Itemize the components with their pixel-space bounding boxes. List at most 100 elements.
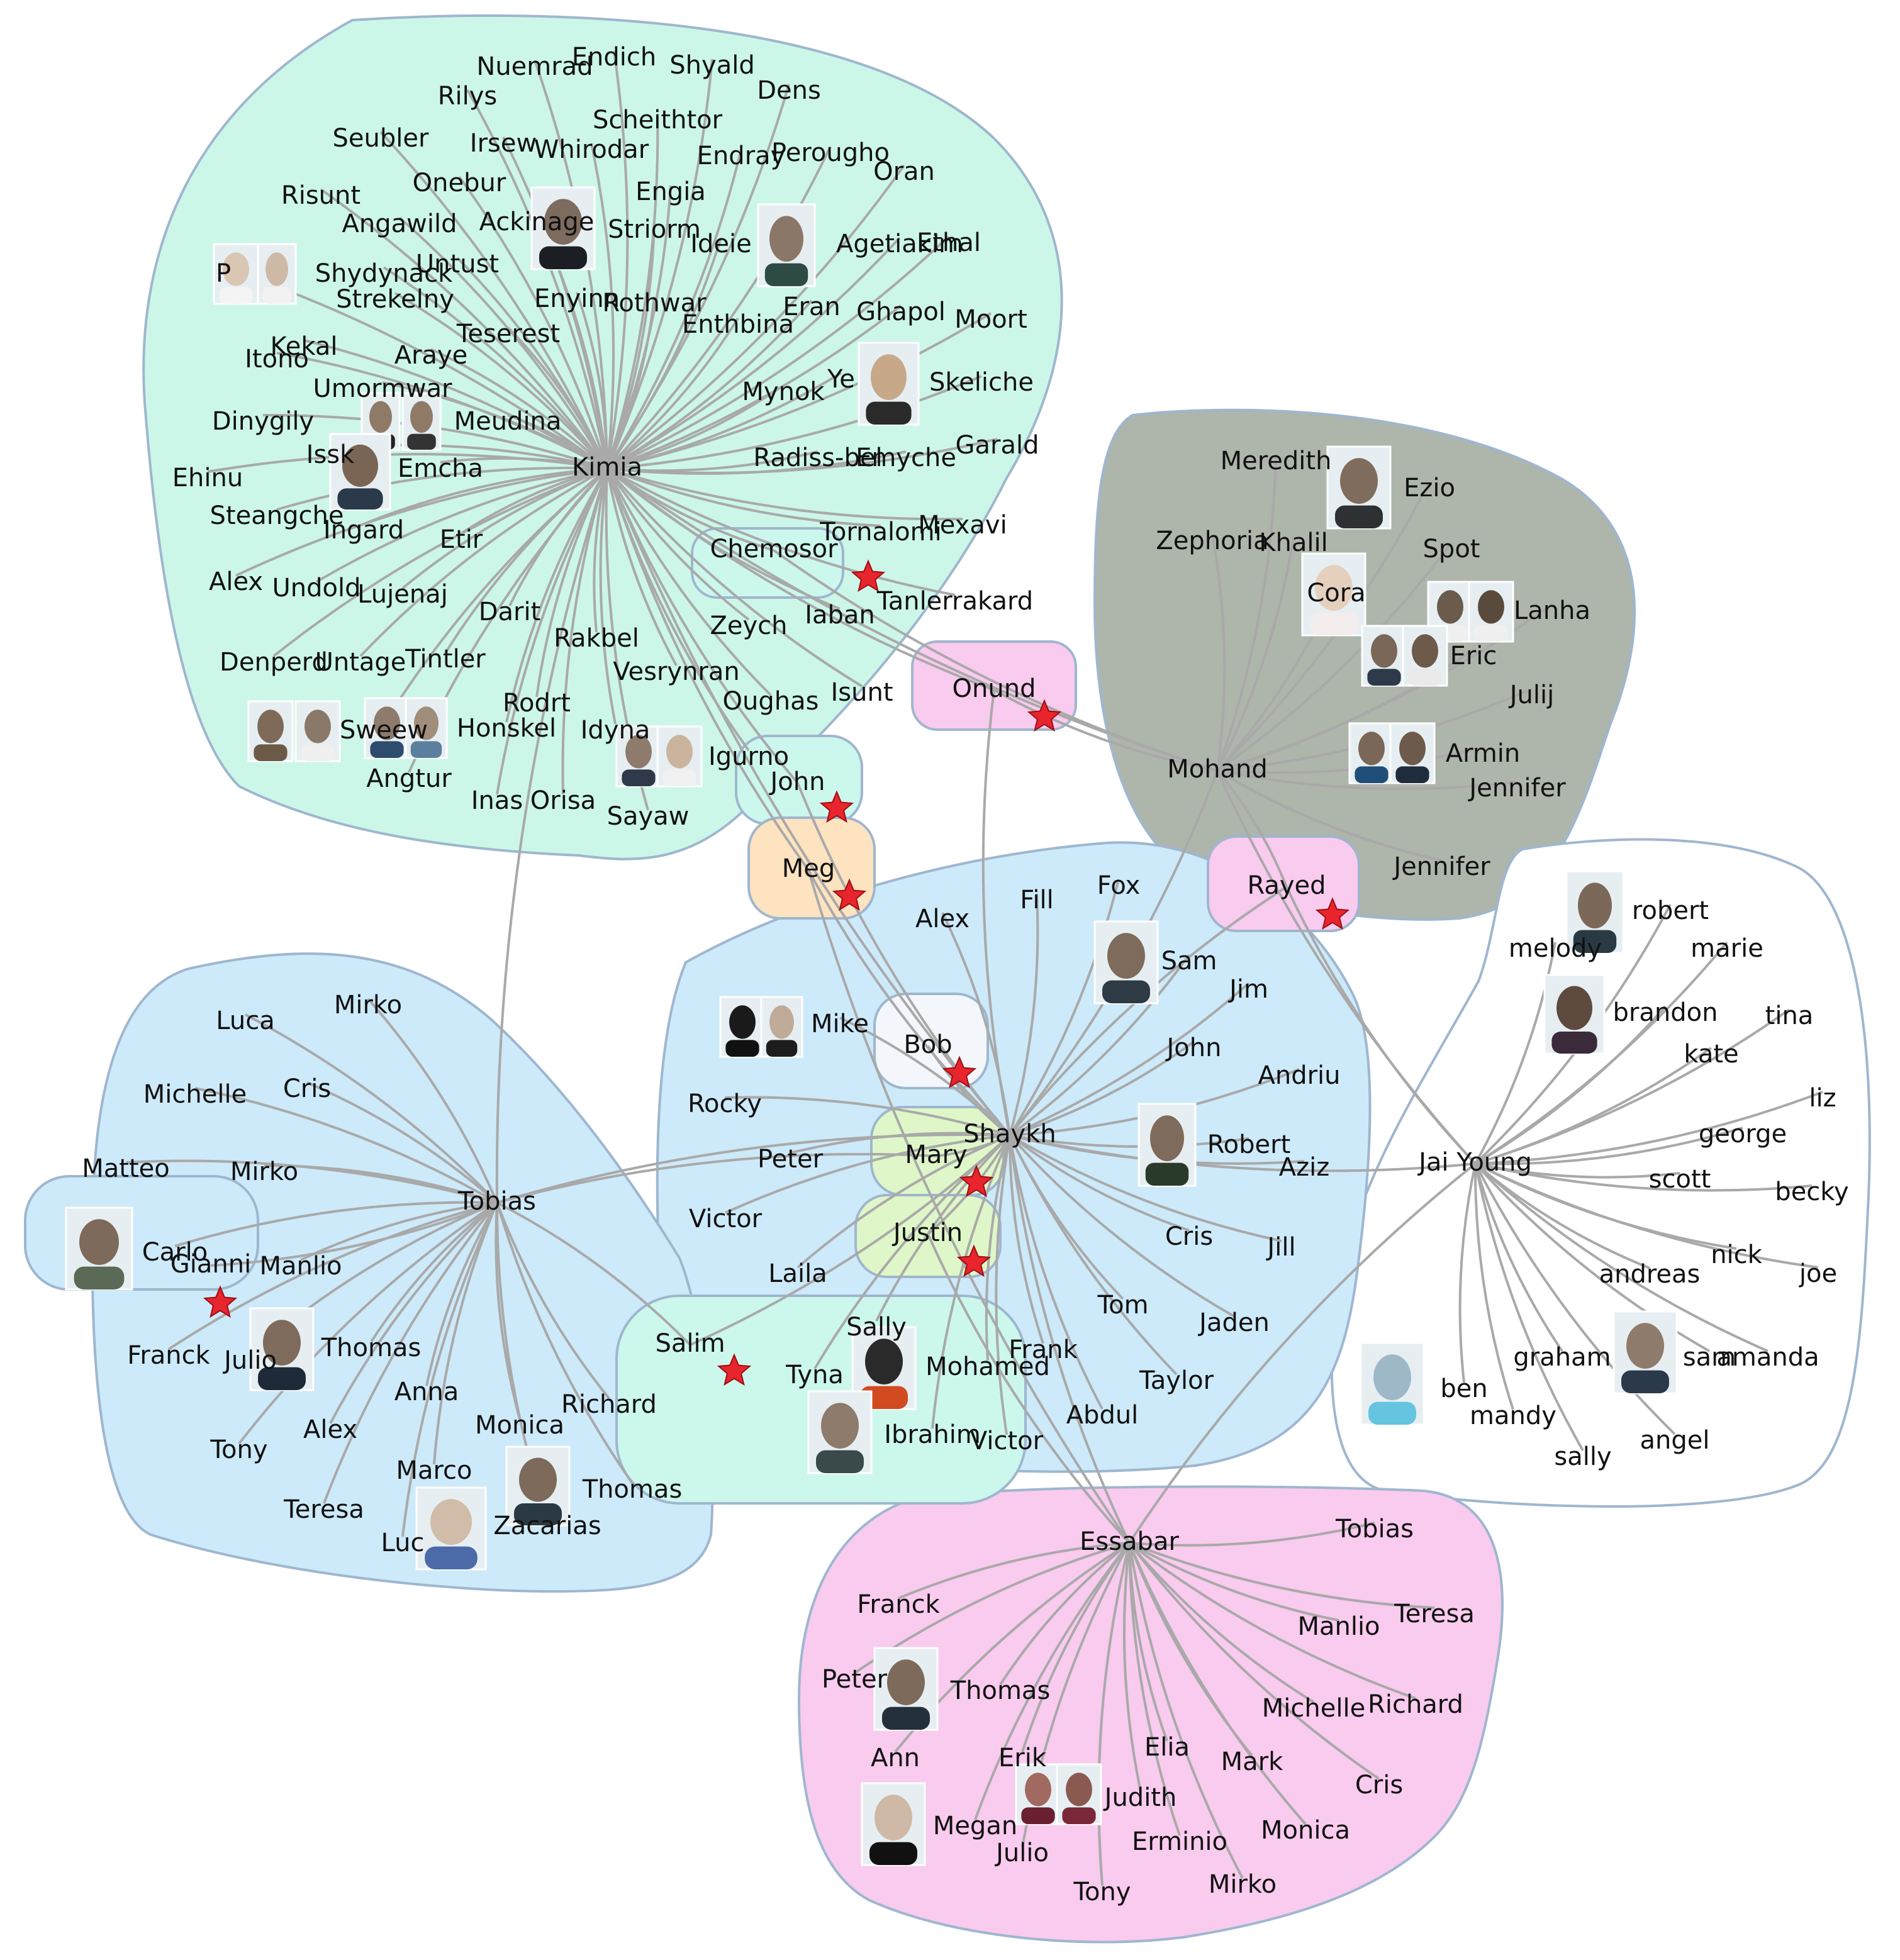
leaf-node-mohand[interactable]: Meredith xyxy=(1221,447,1332,476)
leaf-node-shaykh[interactable]: Jill xyxy=(1265,1233,1295,1262)
leaf-node-shaykh[interactable]: Rocky xyxy=(688,1089,762,1118)
bridge-node-chemosor[interactable]: Chemosor xyxy=(710,535,838,564)
leaf-node-kimia[interactable]: Teserest xyxy=(456,320,560,348)
leaf-node-jai[interactable]: tina xyxy=(1765,1001,1814,1030)
leaf-node-essabar[interactable]: Franck xyxy=(857,1590,940,1619)
leaf-node-kimia[interactable]: Eran xyxy=(783,292,841,321)
leaf-node-kimia[interactable]: Oran xyxy=(873,157,935,186)
leaf-node-kimia[interactable]: Endray xyxy=(697,142,786,170)
leaf-node-kimia[interactable]: Sweew xyxy=(340,716,428,745)
leaf-node-kimia[interactable]: Angtur xyxy=(366,764,452,793)
leaf-node-kimia[interactable]: Ingard xyxy=(323,516,404,545)
leaf-node-essabar[interactable]: Julio xyxy=(994,1839,1049,1868)
leaf-node-shaykh[interactable]: Jim xyxy=(1227,975,1268,1004)
leaf-node-kimia[interactable]: Undold xyxy=(272,574,361,603)
leaf-node-kimia[interactable]: Emyche xyxy=(856,443,956,472)
leaf-node-kimia[interactable]: Dinygily xyxy=(212,407,314,436)
leaf-node-kimia[interactable]: Ghapol xyxy=(856,298,946,326)
leaf-node-jai[interactable]: melody xyxy=(1509,934,1602,963)
leaf-node-tobias[interactable]: Thomas xyxy=(582,1475,683,1504)
leaf-node-essabar[interactable]: Tony xyxy=(1073,1878,1131,1907)
leaf-node-kimia[interactable]: P xyxy=(216,259,231,288)
leaf-node-jai[interactable]: andreas xyxy=(1599,1260,1701,1289)
leaf-node-kimia[interactable]: Kekal xyxy=(271,332,338,361)
leaf-node-kimia[interactable]: Inas xyxy=(471,786,523,815)
leaf-node-kimia[interactable]: Igurno xyxy=(708,742,789,771)
hub-node-essabar[interactable]: Essabar xyxy=(1080,1527,1179,1556)
leaf-node-jai[interactable]: graham xyxy=(1513,1343,1611,1372)
leaf-node-mohand[interactable]: Jennifer xyxy=(1392,852,1490,881)
bridge-node-salim[interactable]: Salim xyxy=(655,1329,725,1358)
leaf-node-kimia[interactable]: Isunt xyxy=(830,678,893,707)
leaf-node-tobias[interactable]: Matteo xyxy=(82,1154,169,1183)
leaf-node-kimia[interactable]: Shydynack xyxy=(315,259,453,288)
leaf-node-jai[interactable]: mandy xyxy=(1470,1401,1556,1430)
leaf-node-jai[interactable]: liz xyxy=(1809,1084,1836,1113)
leaf-node-kimia[interactable]: Tintler xyxy=(405,645,486,674)
leaf-node-kimia[interactable]: Garald xyxy=(956,431,1039,460)
leaf-node-kimia[interactable]: Iaban xyxy=(805,601,875,630)
leaf-node-mohand[interactable]: Cora xyxy=(1307,579,1365,608)
leaf-node-essabar[interactable]: Monica xyxy=(1261,1816,1350,1845)
leaf-node-mohand[interactable]: Lanha xyxy=(1514,596,1590,625)
leaf-node-jai[interactable]: marie xyxy=(1690,934,1763,963)
leaf-node-jai[interactable]: amanda xyxy=(1716,1343,1819,1372)
bridge-node-justin[interactable]: Justin xyxy=(891,1218,963,1247)
leaf-node-kimia[interactable]: Rilys xyxy=(438,82,498,111)
leaf-node-kimia[interactable]: Oughas xyxy=(723,687,819,716)
leaf-node-tobias[interactable]: Michelle xyxy=(143,1080,247,1109)
leaf-node-kimia[interactable]: Ideie xyxy=(690,230,752,259)
leaf-node-kimia[interactable]: Mexavi xyxy=(918,511,1007,540)
leaf-node-tobias[interactable]: Alex xyxy=(303,1415,357,1444)
leaf-node-essabar[interactable]: Elia xyxy=(1144,1733,1190,1762)
leaf-node-kimia[interactable]: Dens xyxy=(757,76,821,105)
leaf-node-essabar[interactable]: Megan xyxy=(933,1812,1017,1840)
bridge-node-onund[interactable]: Onund xyxy=(953,674,1036,703)
bridge-node-gianni[interactable]: Gianni xyxy=(170,1250,251,1279)
leaf-node-mohand[interactable]: Julij xyxy=(1508,681,1555,710)
leaf-node-tobias[interactable]: Carlo xyxy=(142,1238,208,1267)
bridge-node-john_b[interactable]: John xyxy=(769,767,825,796)
leaf-node-shaykh[interactable]: Fox xyxy=(1097,871,1141,900)
leaf-node-essabar[interactable]: Michelle xyxy=(1262,1694,1365,1723)
leaf-node-kimia[interactable]: Sayaw xyxy=(607,802,690,831)
leaf-node-tobias[interactable]: Monica xyxy=(475,1411,564,1440)
leaf-node-jai[interactable]: robert xyxy=(1632,896,1709,925)
leaf-node-tobias[interactable]: Manlio xyxy=(259,1252,342,1281)
leaf-node-kimia[interactable]: Engia xyxy=(635,177,706,206)
leaf-node-jai[interactable]: nick xyxy=(1711,1240,1762,1269)
leaf-node-mohand[interactable]: Ezio xyxy=(1404,474,1455,503)
leaf-node-kimia[interactable]: Itono xyxy=(245,345,309,374)
leaf-node-shaykh[interactable]: Sam xyxy=(1161,947,1217,976)
hub-node-kimia[interactable]: Kimia xyxy=(572,453,642,482)
bridge-node-bob[interactable]: Bob xyxy=(903,1030,952,1059)
leaf-node-mohand[interactable]: Eric xyxy=(1450,642,1497,671)
leaf-node-tobias[interactable]: Marco xyxy=(396,1456,472,1485)
bridge-node-mary[interactable]: Mary xyxy=(905,1140,967,1169)
leaf-node-kimia[interactable]: Honskel xyxy=(457,714,556,743)
leaf-node-shaykh[interactable]: Victor xyxy=(689,1205,763,1233)
leaf-node-shaykh[interactable]: Ibrahim xyxy=(884,1420,981,1449)
leaf-node-essabar[interactable]: Thomas xyxy=(950,1676,1051,1705)
leaf-node-tobias[interactable]: Luc xyxy=(381,1528,425,1557)
leaf-node-shaykh[interactable]: Tom xyxy=(1097,1291,1148,1320)
leaf-node-jai[interactable]: brandon xyxy=(1613,998,1718,1027)
leaf-node-jai[interactable]: george xyxy=(1699,1120,1787,1149)
bridge-node-meg[interactable]: Meg xyxy=(782,854,835,883)
leaf-node-shaykh[interactable]: John xyxy=(1165,1033,1222,1062)
leaf-node-shaykh[interactable]: Sally xyxy=(846,1313,907,1342)
leaf-node-tobias[interactable]: Mirko xyxy=(334,991,402,1020)
leaf-node-essabar[interactable]: Erminio xyxy=(1132,1827,1227,1856)
leaf-node-kimia[interactable]: Vesrynran xyxy=(613,657,739,686)
leaf-node-kimia[interactable]: Ethal xyxy=(917,228,981,257)
leaf-node-essabar[interactable]: Erik xyxy=(998,1744,1047,1773)
leaf-node-kimia[interactable]: Idyna xyxy=(581,716,651,745)
leaf-node-essabar[interactable]: Tobias xyxy=(1335,1515,1414,1544)
leaf-node-shaykh[interactable]: Victor xyxy=(970,1427,1044,1456)
leaf-node-kimia[interactable]: Darit xyxy=(479,598,541,626)
leaf-node-essabar[interactable]: Judith xyxy=(1103,1783,1177,1812)
leaf-node-essabar[interactable]: Peter xyxy=(822,1665,888,1694)
leaf-node-shaykh[interactable]: Frank xyxy=(1009,1335,1078,1364)
leaf-node-kimia[interactable]: Enthbina xyxy=(682,310,794,339)
leaf-node-shaykh[interactable]: Aziz xyxy=(1279,1153,1329,1182)
